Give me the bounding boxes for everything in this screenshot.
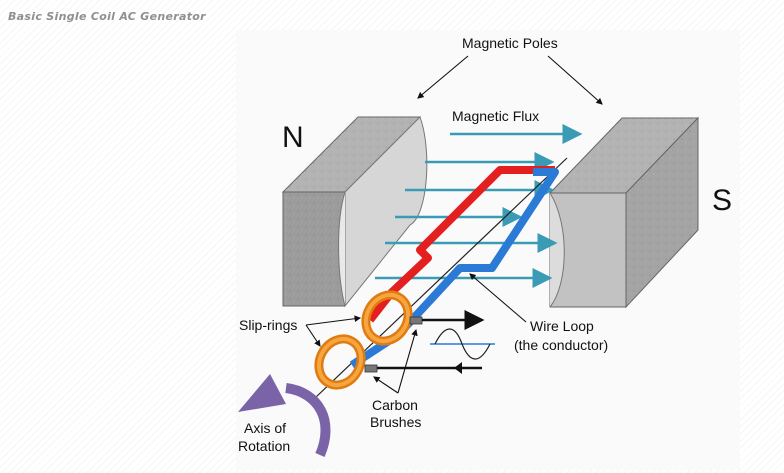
ac-waveform-icon [430, 328, 495, 360]
north-magnet [281, 116, 428, 308]
magnetic-flux-label: Magnetic Flux [452, 108, 539, 124]
axis-of-rotation-sublabel: Rotation [238, 438, 290, 454]
carbon-brushes-sublabel: Brushes [370, 414, 421, 430]
slip-ring-upper [361, 290, 413, 346]
output-lead-lower-arrowhead [454, 362, 462, 374]
axis-of-rotation-label: Axis of [244, 420, 286, 436]
carbon-brush-upper [409, 316, 423, 325]
slip-ring-lower [314, 334, 366, 390]
wire-loop-label: Wire Loop [530, 318, 594, 334]
page-title: Basic Single Coil AC Generator [8, 10, 206, 23]
wire-loop-sublabel: (the conductor) [514, 337, 608, 353]
rotation-arrow-icon [238, 374, 331, 457]
slip-rings-label: Slip-rings [239, 317, 297, 333]
carbon-brush-lower [364, 364, 378, 373]
south-pole-label: S [712, 184, 732, 217]
south-magnet [548, 116, 700, 309]
carbon-brushes-label: Carbon [372, 397, 418, 413]
pointer-lines [305, 55, 603, 394]
north-pole-label: N [282, 121, 304, 154]
magnetic-poles-label: Magnetic Poles [462, 35, 558, 51]
